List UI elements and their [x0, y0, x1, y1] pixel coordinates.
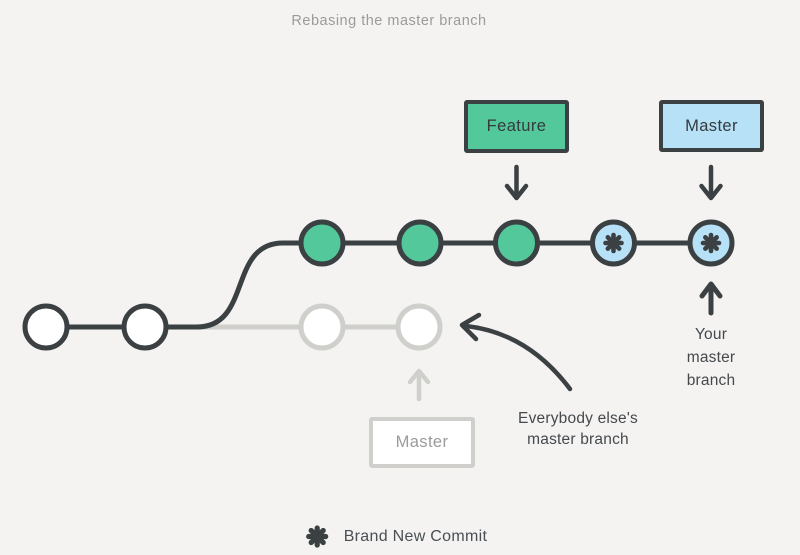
old-master-label: Master [395, 433, 449, 451]
rebased-branch-line [43, 240, 714, 330]
everybody-else-note-line1: Everybody else's [518, 410, 638, 427]
master-down-arrow-icon [699, 164, 723, 201]
commit-node-feature [396, 219, 444, 267]
everybody-else-note: Everybody else's master branch [518, 408, 638, 450]
old-master-commit-nodes [298, 303, 443, 351]
feature-branch-label-box: Feature [464, 100, 569, 153]
original-commit-nodes [22, 303, 169, 351]
feature-branch-label: Feature [486, 117, 547, 135]
your-master-note: Your master branch [687, 323, 736, 392]
feature-down-arrow-icon [504, 164, 529, 201]
commit-node-feature [298, 219, 346, 267]
everybody-callout-curved-arrow-icon [459, 312, 573, 392]
your-master-note-line1: Your [694, 326, 728, 343]
your-master-label-box: Master [659, 100, 764, 152]
old-master-label-box: Master [369, 417, 475, 468]
your-master-label: Master [685, 116, 738, 135]
legend-label: Brand New Commit [343, 527, 488, 545]
your-master-up-arrow-icon [699, 281, 723, 316]
feature-commit-nodes [298, 219, 735, 267]
your-master-note-line3: branch [686, 372, 736, 389]
everybody-else-note-line2: master branch [527, 431, 629, 448]
commit-node-original [121, 303, 169, 351]
commit-node-feature [493, 219, 540, 267]
page-title: Rebasing the master branch [291, 13, 487, 29]
old-master-up-arrow-icon [407, 368, 431, 402]
commit-node-old-master [298, 303, 346, 351]
your-master-note-line2: master [686, 349, 736, 366]
brand-new-commit-icon [306, 525, 329, 548]
commit-node-original [22, 303, 70, 351]
legend: Brand New Commit [305, 524, 488, 549]
commit-node-old-master [395, 303, 443, 351]
